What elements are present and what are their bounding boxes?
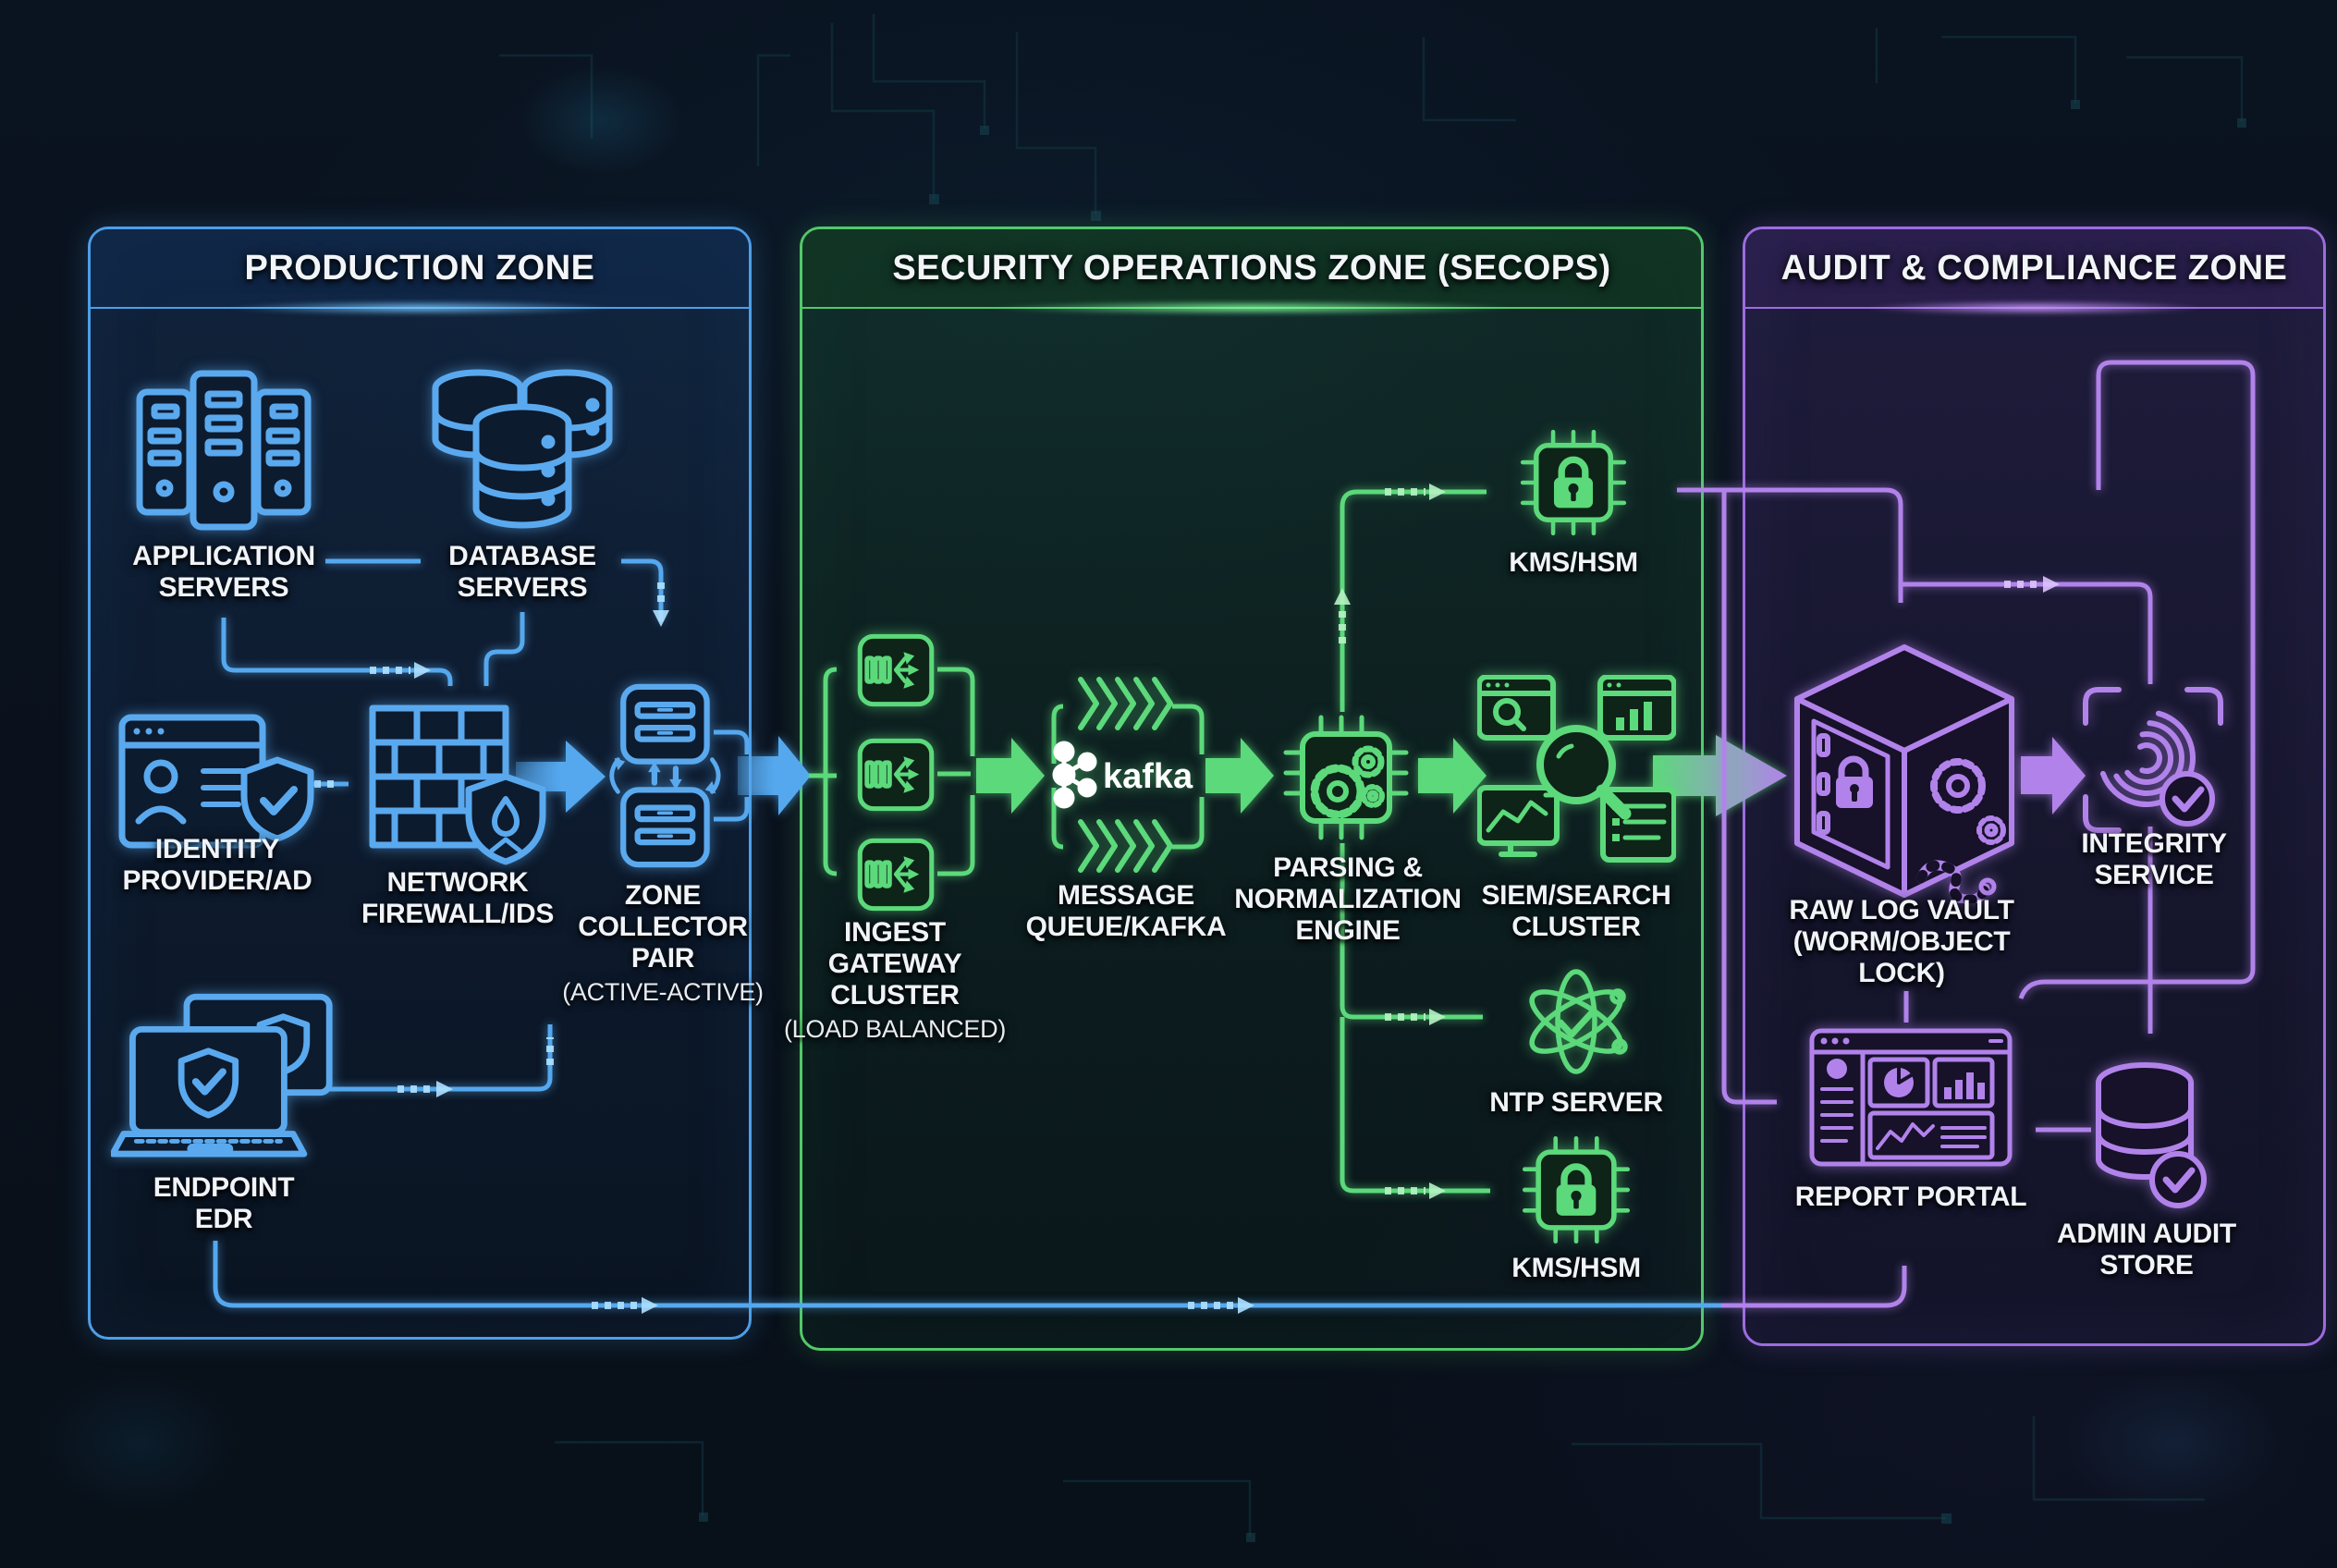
kafka-logo-icon xyxy=(1052,741,1097,809)
firewall-label: NETWORK FIREWALL/IDS xyxy=(361,867,555,929)
ntp-server-label: NTP SERVER xyxy=(1489,1087,1663,1118)
kms-hsm-top-icon xyxy=(1514,423,1633,542)
report-portal-icon xyxy=(1809,1028,2013,1167)
kms-hsm-top-label: KMS/HSM xyxy=(1509,547,1638,578)
zone-collector-label: ZONE COLLECTOR PAIR (ACTIVE-ACTIVE) xyxy=(562,880,764,1006)
report-portal-label: REPORT PORTAL xyxy=(1794,1182,2027,1212)
integrity-service-label: INTEGRITY SERVICE xyxy=(2081,828,2227,890)
endpoint-edr-label: ENDPOINT EDR xyxy=(153,1172,295,1234)
raw-log-vault-label: RAW LOG VAULT (WORM/OBJECT LOCK) xyxy=(1789,895,2014,988)
database-servers-label: DATABASE SERVERS xyxy=(448,541,596,603)
identity-provider-label: IDENTITY PROVIDER/AD xyxy=(122,834,312,896)
kafka-logo-text: kafka xyxy=(1103,757,1193,796)
application-servers-icon xyxy=(127,353,321,543)
application-servers-label: APPLICATION SERVERS xyxy=(132,541,315,603)
admin-audit-store-label: ADMIN AUDIT STORE xyxy=(2057,1219,2236,1280)
secops-zone-title: SECURITY OPERATIONS ZONE (SECOPS) xyxy=(892,248,1611,288)
raw-log-vault-icon xyxy=(1782,640,2026,903)
ingest-gateway-label: INGEST GATEWAY CLUSTER (LOAD BALANCED) xyxy=(783,917,1007,1043)
audit-zone-header: AUDIT & COMPLIANCE ZONE xyxy=(1745,229,2323,309)
parsing-engine-icon xyxy=(1277,708,1415,847)
ingest-gateway-node-icon xyxy=(856,738,936,812)
siem-cluster-label: SIEM/SEARCH CLUSTER xyxy=(1481,880,1671,942)
identity-provider-icon xyxy=(118,703,317,860)
kms-hsm-bottom-label: KMS/HSM xyxy=(1511,1253,1641,1283)
kafka-queue-icon: kafka xyxy=(1047,677,1205,873)
secops-zone-header: SECURITY OPERATIONS ZONE (SECOPS) xyxy=(802,229,1701,309)
firewall-icon xyxy=(365,695,550,871)
ntp-server-icon xyxy=(1516,962,1636,1082)
ingest-gateway-node-icon xyxy=(856,633,936,707)
ingest-gateway-node-icon xyxy=(856,838,936,912)
database-servers-icon xyxy=(421,351,624,545)
audit-zone-title: AUDIT & COMPLIANCE ZONE xyxy=(1780,248,2288,288)
integrity-service-icon xyxy=(2080,684,2226,839)
zone-collector-icon xyxy=(606,678,721,874)
kafka-label: MESSAGE QUEUE/KAFKA xyxy=(1025,880,1227,942)
production-zone-header: PRODUCTION ZONE xyxy=(91,229,749,309)
siem-cluster-icon xyxy=(1477,675,1676,874)
production-zone-title: PRODUCTION ZONE xyxy=(244,248,595,288)
admin-audit-store-icon xyxy=(2089,1056,2209,1218)
endpoint-edr-icon xyxy=(111,991,337,1171)
kms-hsm-bottom-icon xyxy=(1516,1130,1636,1250)
